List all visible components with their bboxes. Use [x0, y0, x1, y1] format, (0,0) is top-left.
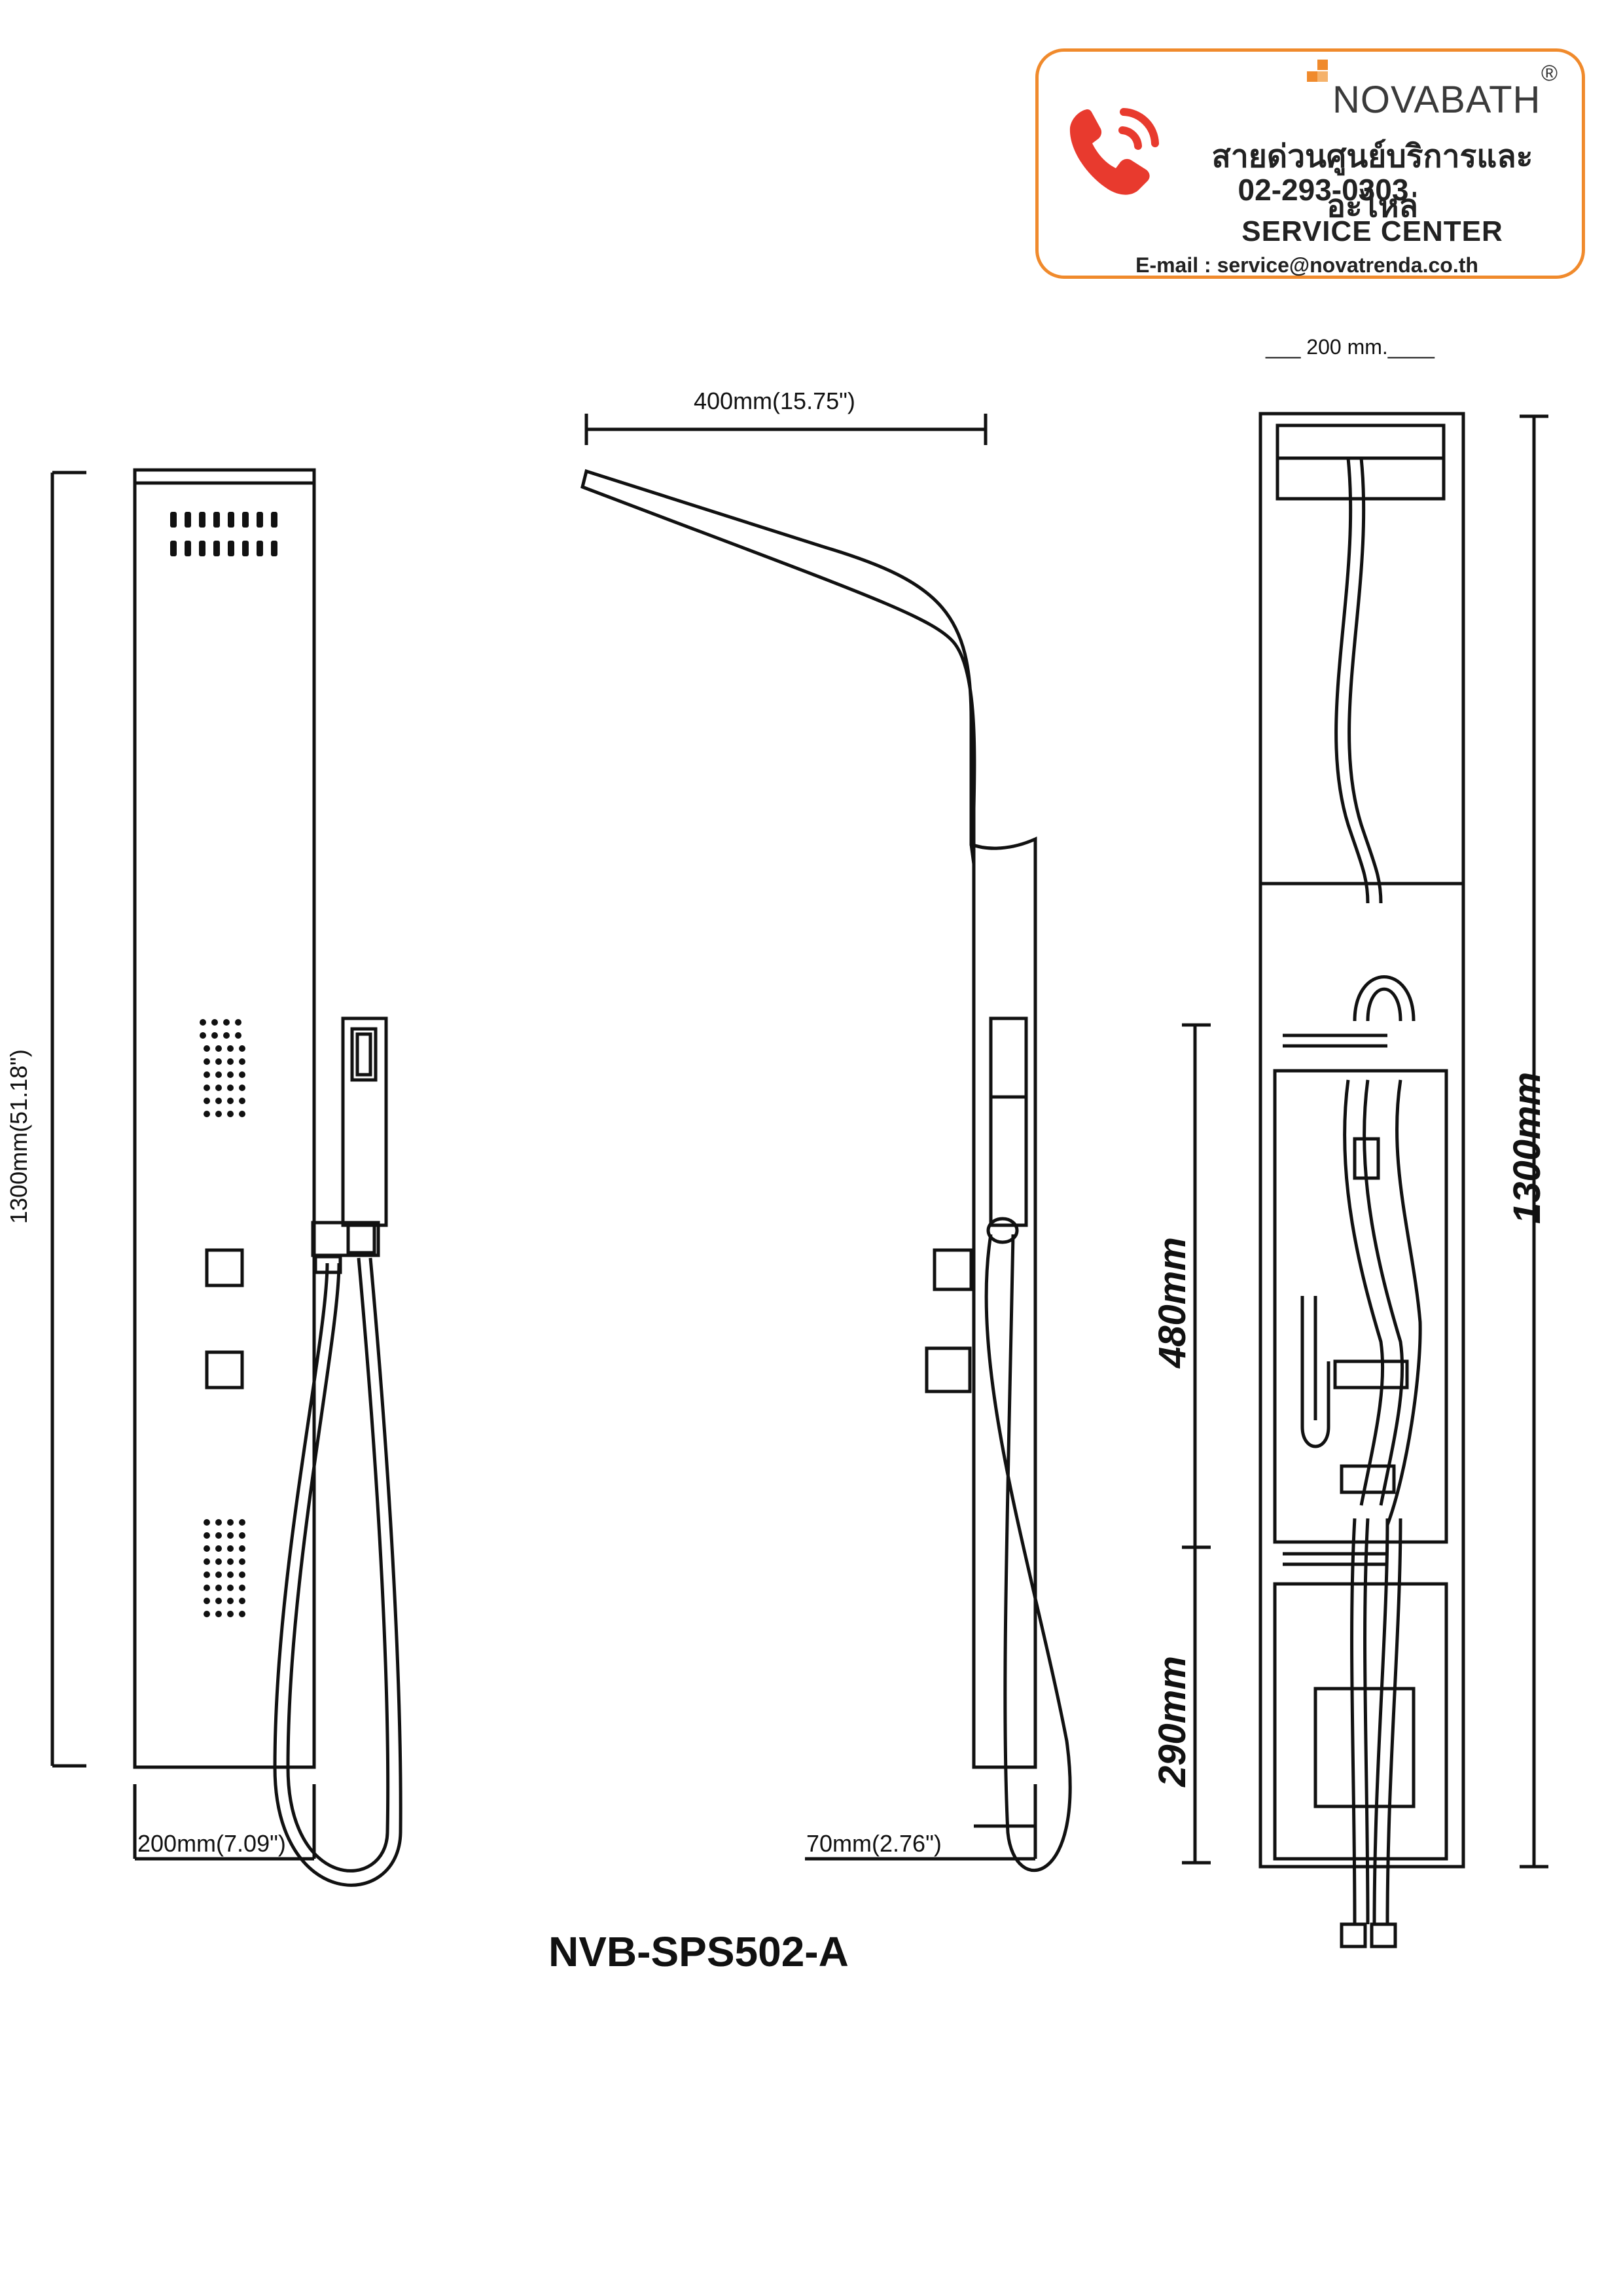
front-width-label: 200mm(7.09"): [137, 1830, 286, 1857]
rear-height-label: 1300mm: [1506, 1071, 1548, 1224]
body-jet-nozzles: [200, 1019, 245, 1617]
logo-square-icon: [1317, 71, 1328, 82]
service-center-label: SERVICE CENTER: [1241, 215, 1503, 247]
phone-number: 02-293-0303: [1238, 173, 1409, 207]
front-height-label: 1300mm(51.18"): [5, 1049, 32, 1224]
diverter-knob: [205, 1350, 244, 1390]
depth-label: 70mm(2.76"): [806, 1830, 942, 1857]
logo-square-icon: [1317, 60, 1328, 70]
rear-bottom-label: 290mm: [1151, 1656, 1194, 1787]
service-center-card: NOVABATH ® สายด่วนศูนย์บริการและอะไหล่ 0…: [1035, 48, 1585, 279]
top-nozzles: [170, 512, 277, 556]
rear-mid-label: 480mm: [1151, 1237, 1194, 1368]
brand-name: NOVABATH: [1332, 79, 1541, 121]
rear-width-label: ___ 200 mm.____: [1266, 335, 1435, 359]
hotline-label: สายด่วนศูนย์บริการและอะไหล่: [1211, 138, 1533, 224]
rear-view: [1182, 412, 1548, 1948]
model-title: NVB-SPS502-A: [548, 1928, 849, 1975]
arm-length-label: 400mm(15.75"): [694, 387, 855, 414]
front-view: [50, 468, 402, 1887]
side-view: [580, 414, 1072, 1873]
diverter-knob: [205, 1248, 244, 1287]
logo-square-icon: [1307, 71, 1317, 82]
registered-mark: ®: [1541, 61, 1558, 86]
phone-ringing-icon: [1069, 108, 1159, 195]
email-address: E-mail : service@novatrenda.co.th: [1135, 253, 1478, 277]
